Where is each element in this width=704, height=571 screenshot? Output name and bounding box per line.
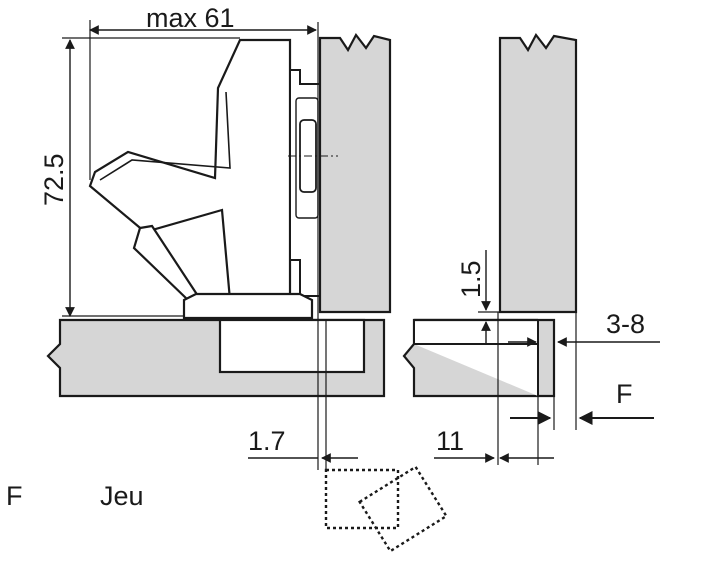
hinge-base [182,292,314,320]
play-square-b [357,465,449,553]
mounting-plate [218,318,366,374]
label-11: 11 [436,426,464,456]
label-72-5: 72.5 [39,153,69,206]
legend-symbol: F [6,481,23,511]
label-max-61: max 61 [146,3,235,33]
label-1-5: 1.5 [456,260,486,298]
cabinet-inner-fill [415,321,537,343]
label-force-f: F [616,379,633,409]
hinge-arm-inner [99,91,231,181]
door-panel-right [498,32,578,314]
play-square-a [324,468,400,530]
label-1-7: 1.7 [248,426,286,456]
hinge-arm [88,38,292,302]
door-panel-left [318,32,392,314]
legend-text: Jeu [100,481,144,511]
label-3-8: 3-8 [606,309,645,339]
hinge-link [132,224,200,302]
